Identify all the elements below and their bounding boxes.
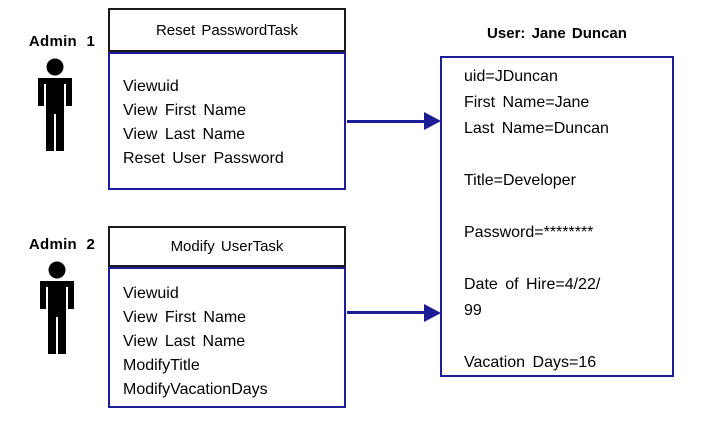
user-record-line: Date of Hire=4/22/: [464, 276, 601, 293]
task-item: View Last Name: [123, 333, 246, 350]
user-record-line: [464, 194, 672, 220]
task-item: View First Name: [123, 102, 247, 119]
task-item: Viewuid: [123, 285, 179, 302]
arrow-line-task1-to-user: [347, 120, 425, 123]
arrow-head-task1-to-user: [424, 112, 441, 130]
user-record-line: Password=********: [464, 224, 594, 241]
user-record-line: [464, 142, 672, 168]
user-record-title: User: Jane Duncan: [487, 25, 627, 42]
task-title-reset-password: Reset PasswordTask: [108, 8, 346, 52]
task-item: Viewuid: [123, 78, 179, 95]
person-icon: [30, 58, 80, 152]
arrow-head-task2-to-user: [424, 304, 441, 322]
task-item: ModifyVacationDays: [123, 381, 268, 398]
user-record-line: Title=Developer: [464, 172, 576, 189]
task-item: ModifyTitle: [123, 357, 200, 374]
user-record-line: uid=JDuncan: [464, 68, 558, 85]
user-record-line: Vacation Days=16: [464, 354, 597, 371]
arrow-line-task2-to-user: [347, 311, 425, 314]
task-item: Reset User Password: [123, 150, 284, 167]
user-record-line: [464, 324, 672, 350]
user-record-line: 99: [464, 302, 482, 319]
user-record-line: Last Name=Duncan: [464, 120, 609, 137]
task-title-modify-user: Modify UserTask: [108, 226, 346, 267]
task-item: View First Name: [123, 309, 247, 326]
user-record-line: First Name=Jane: [464, 94, 590, 111]
user-record-line: [464, 246, 672, 272]
actor-label-admin-2: Admin 2: [28, 236, 96, 253]
person-icon: [32, 261, 82, 355]
actor-label-admin-1: Admin 1: [28, 33, 96, 50]
task-item: View Last Name: [123, 126, 246, 143]
